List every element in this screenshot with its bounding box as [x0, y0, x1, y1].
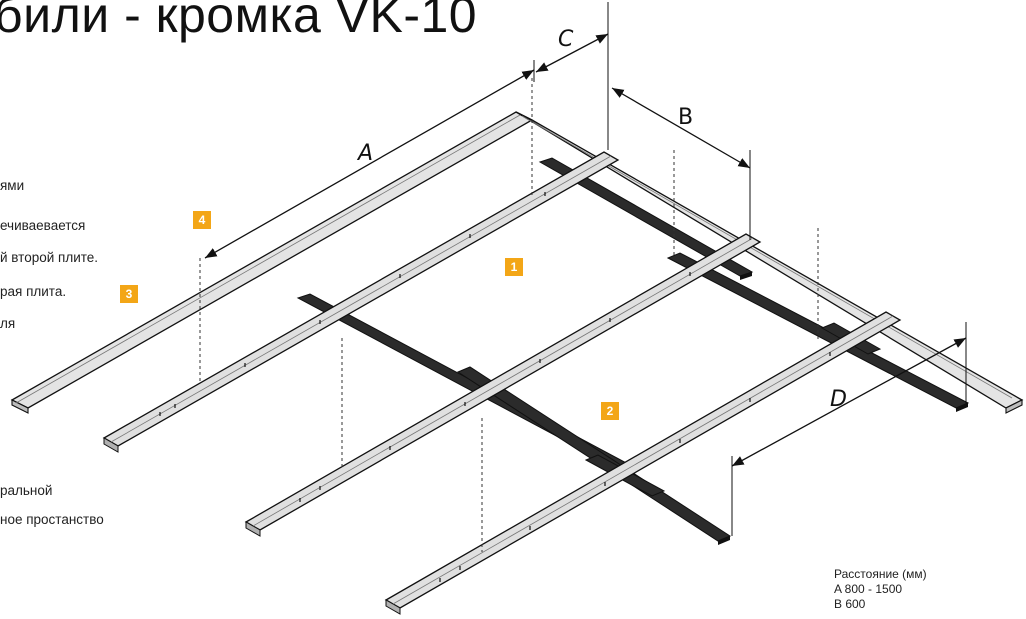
runner-slots	[159, 192, 831, 582]
note-line-2: ечиваевается	[0, 218, 86, 233]
badge-2: 2	[601, 402, 619, 420]
badge-4: 4	[193, 211, 211, 229]
note-line-6: ральной	[0, 483, 53, 498]
distance-legend-a: A 800 - 1500	[834, 582, 903, 596]
cross-tee-1	[538, 157, 754, 280]
distance-legend-b: B 600	[834, 597, 866, 611]
dim-label-c: C	[558, 27, 574, 52]
wall-angle-left	[10, 111, 534, 414]
main-runner-3	[384, 311, 902, 615]
main-runner-1	[102, 151, 620, 453]
note-line-3: й второй плите.	[0, 250, 99, 265]
dimension-d	[731, 322, 967, 536]
dim-label-b: B	[678, 105, 693, 130]
distance-legend: Расстояние (мм) A 800 - 1500 B 600	[834, 567, 927, 612]
note-line-1: ями	[0, 178, 25, 193]
badge-1: 1	[505, 258, 523, 276]
cross-tee-4	[456, 366, 732, 545]
main-runner-2	[244, 233, 762, 537]
distance-legend-title: Расстояние (мм)	[834, 567, 927, 581]
hanger-lines	[199, 78, 819, 552]
dimension-c	[535, 2, 609, 150]
note-line-4: рая плита.	[0, 284, 67, 299]
dimension-b	[611, 87, 751, 240]
dim-label-a: A	[356, 141, 373, 166]
page-title: били - кромка VK-10	[0, 0, 478, 43]
note-line-7: ное простанство	[0, 512, 104, 527]
dim-label-d: D	[830, 387, 847, 412]
wall-angle-right	[515, 111, 1024, 414]
dimension-a	[204, 60, 535, 259]
badge-3: 3	[120, 285, 138, 303]
note-line-5: ля	[0, 316, 16, 331]
